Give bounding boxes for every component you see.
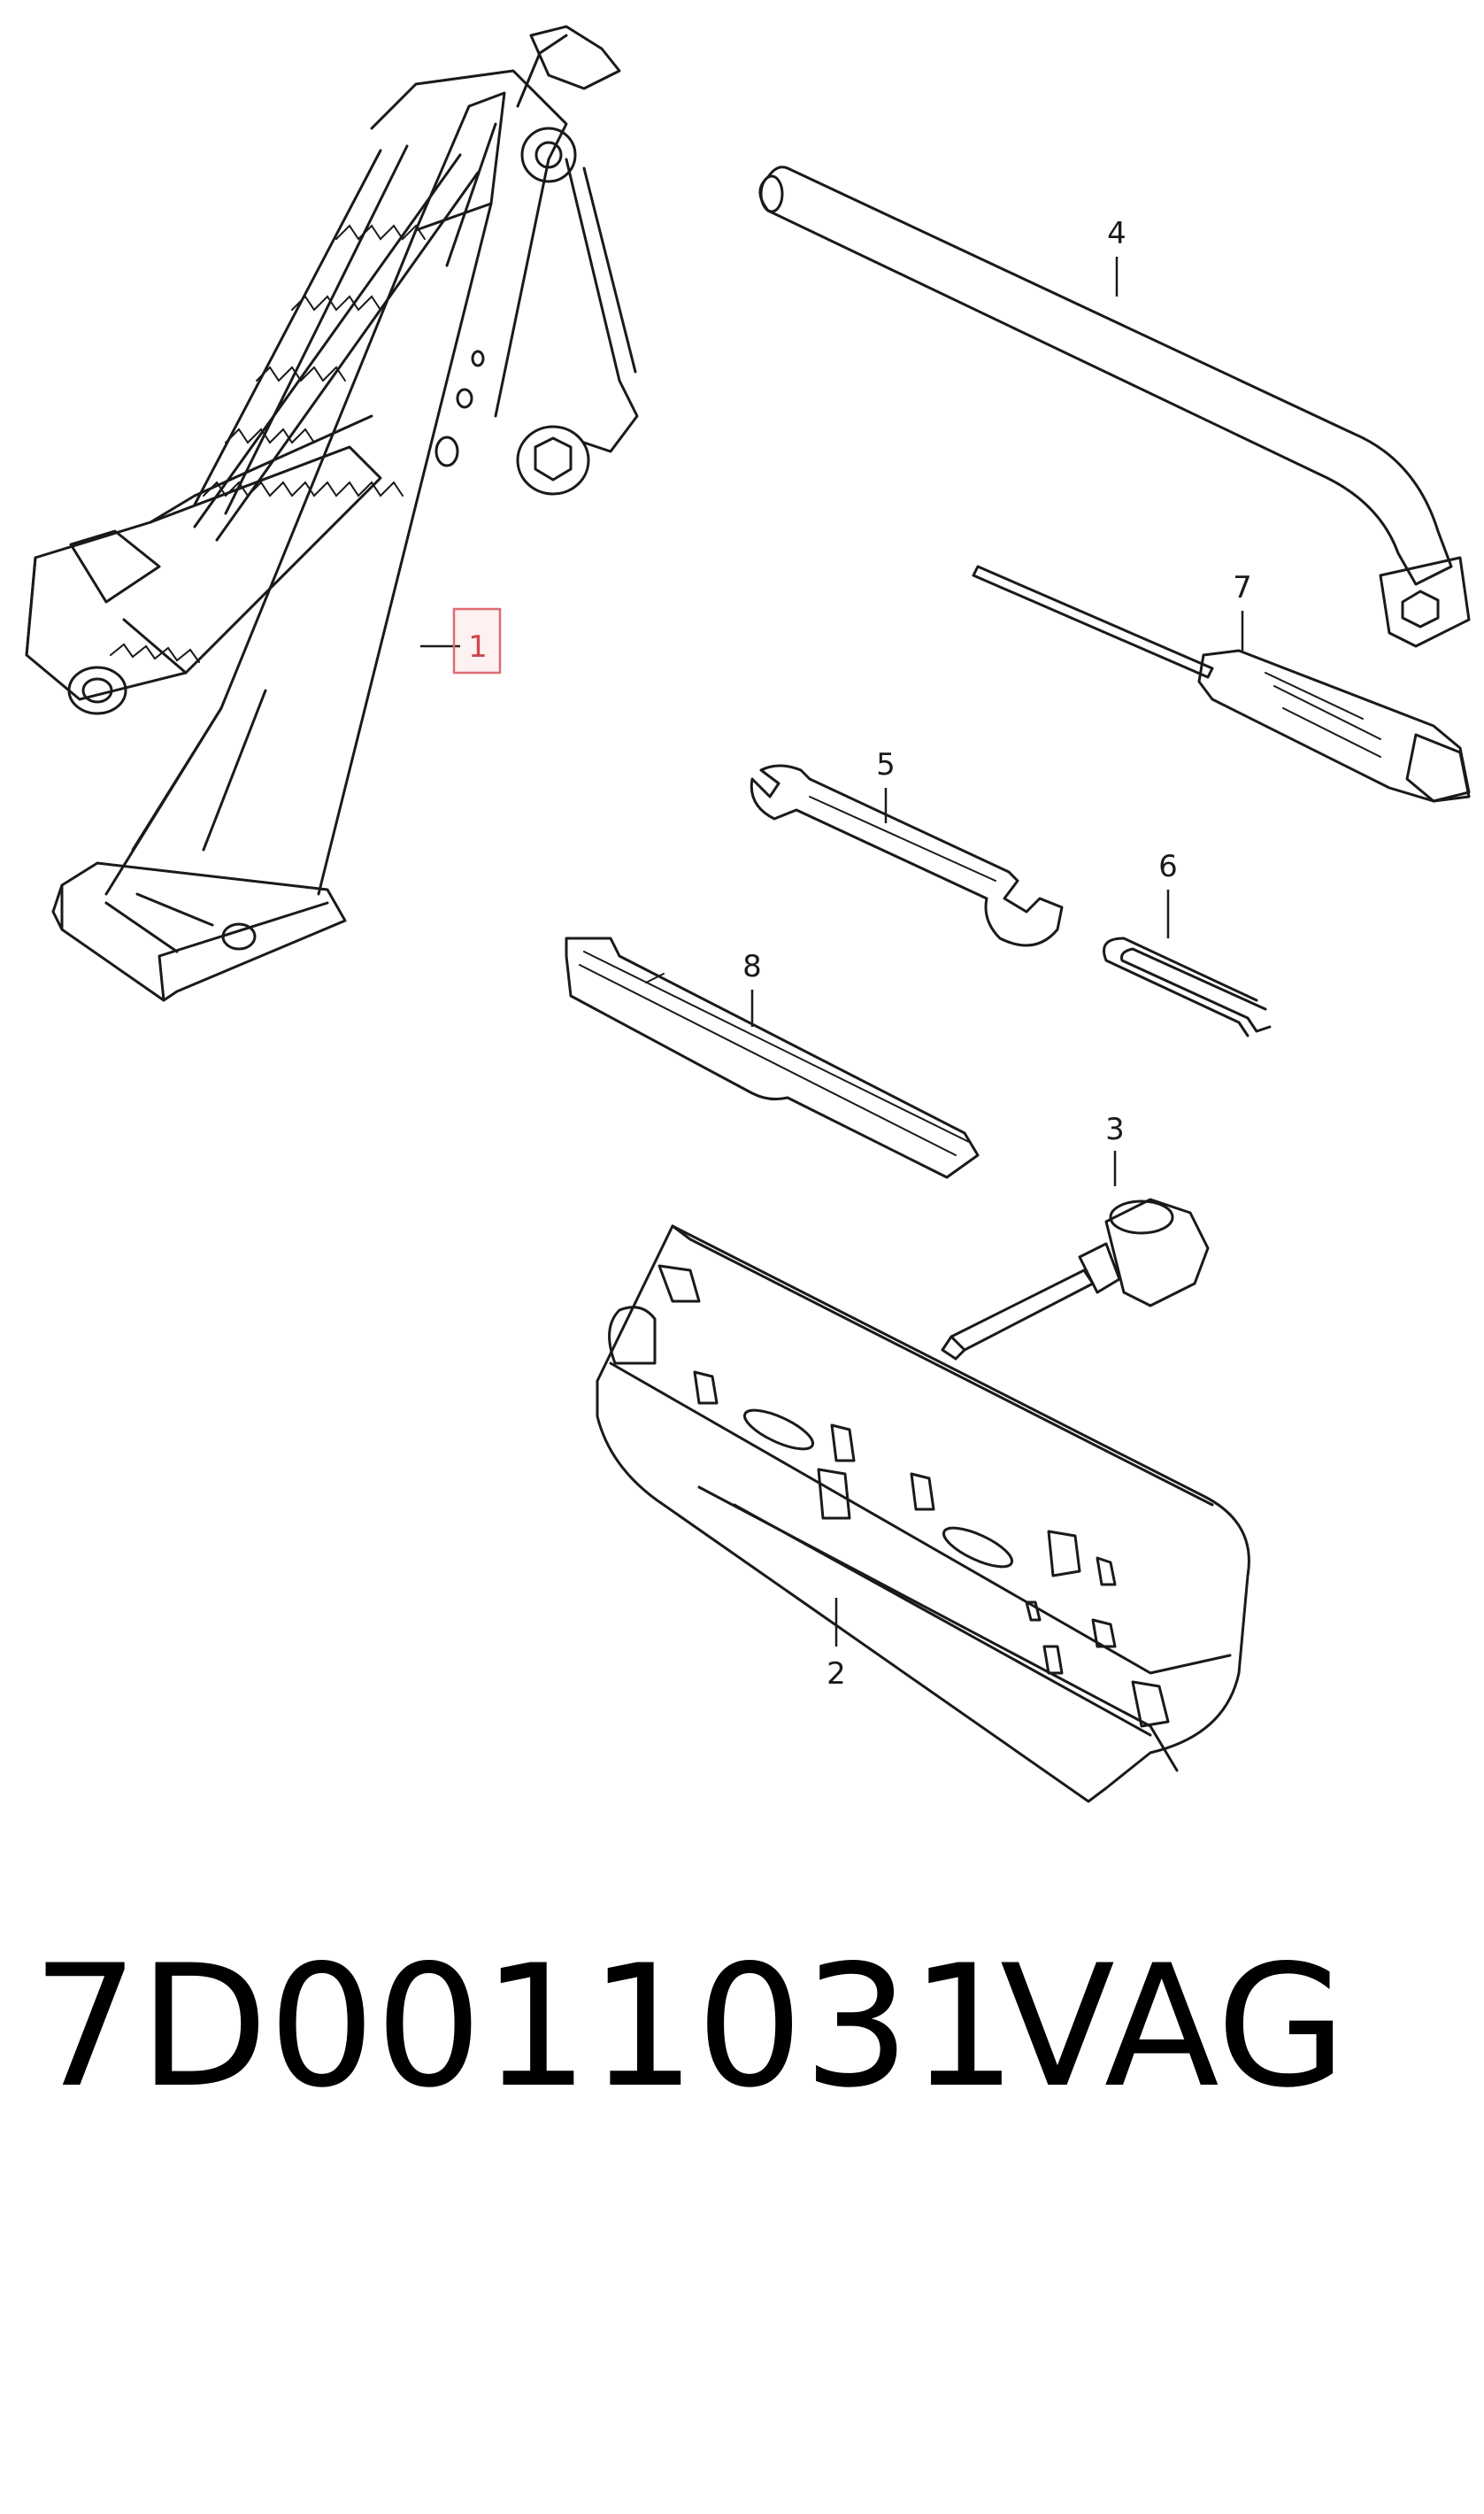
callout-2-label: 2 (827, 1656, 846, 1692)
callout-4-label: 4 (1107, 216, 1126, 251)
callout-2: 2 (827, 1598, 846, 1692)
tool-kit-exploded-diagram: 1 2 3 4 5 6 7 8 (25, 25, 1471, 1803)
spanner-part (750, 764, 1064, 947)
brand-text: VAG (1000, 1929, 1347, 2125)
callout-6: 6 (1158, 849, 1178, 938)
callout-7-label: 7 (1233, 570, 1252, 605)
screwdriver-part (972, 565, 1471, 803)
callout-1: 1 (420, 607, 502, 675)
part-number-text: 7D0011031 (32, 1929, 1018, 2125)
caption: 7D0011031 VAG (0, 1930, 1484, 2125)
flat-tool-part (565, 937, 980, 1179)
wire-hook-part (1103, 937, 1272, 1037)
wheel-brace-part (758, 166, 1471, 648)
storage-tray-part (596, 1224, 1250, 1803)
callout-8-label: 8 (742, 949, 762, 984)
callout-3-label: 3 (1105, 1112, 1125, 1147)
callout-7: 7 (1233, 570, 1252, 651)
wing-bolt-part (941, 1198, 1210, 1361)
callout-1-label: 1 (468, 629, 488, 665)
callout-8: 8 (742, 949, 762, 1027)
callout-4: 4 (1107, 216, 1126, 297)
callout-6-label: 6 (1158, 849, 1178, 884)
callout-1-highlight (452, 607, 502, 675)
callout-5: 5 (876, 747, 896, 823)
callout-5-label: 5 (876, 747, 896, 783)
callout-3: 3 (1105, 1112, 1125, 1186)
jack-part (25, 25, 639, 1002)
